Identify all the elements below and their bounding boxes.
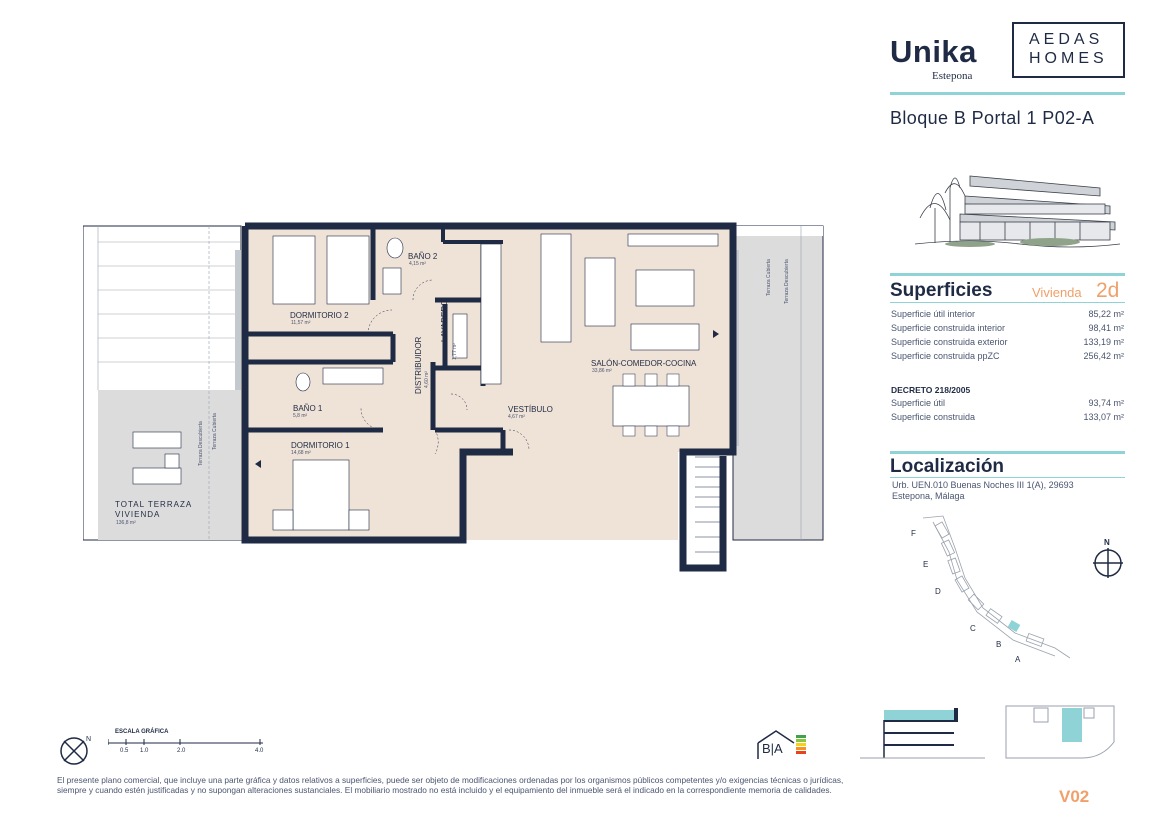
room-area: 1,77 m² [452,343,458,360]
address-line2: Estepona, Málaga [892,491,965,501]
document-version: V02 [1059,787,1090,806]
surface-label: Superficie construida interior [891,323,1006,333]
location-title: Localización [890,456,1005,477]
room-area: 33,86 m² [592,368,612,374]
surface-value: 133,19 m² [1083,337,1124,347]
site-map [922,515,1071,659]
address-line1: Urb. UEN.010 Buenas Noches III 1(A), 296… [892,480,1074,490]
surface-label: Superficie útil interior [891,309,976,319]
room-area: 11,57 m² [291,320,311,326]
map-letter: F [911,529,916,538]
divider [890,273,1125,276]
developer-logo-line2: HOMES [1029,50,1108,67]
scale-tick: 2.0 [177,748,186,754]
surface-label: Superficie construida exterior [891,337,1008,347]
surface-label: Superficie construida ppZC [891,351,1000,361]
building-illustration [914,175,1121,248]
room-area: 4,67 m² [508,414,525,420]
room-area: 4,60 m² [424,371,430,388]
divider [890,451,1125,454]
scale-title: ESCALA GRÁFICA [115,729,169,735]
surface-row: Superficie útil interior 85,22 m² [891,309,1124,323]
section-key-plan [860,708,985,759]
room-name: DORMITORIO 2 [290,311,349,320]
decree-value: 133,07 m² [1083,412,1124,422]
scale-tick: 4.0 [255,748,264,754]
room-name: DISTRIBUIDOR [414,336,423,394]
decree-value: 93,74 m² [1088,398,1124,408]
surface-row: Superficie construida exterior 133,19 m² [891,337,1124,351]
surface-value: 256,42 m² [1083,351,1124,361]
map-letter: A [1015,655,1021,664]
terrace-covered-label: Terraza Cubierta [212,413,218,450]
decree-label: Superficie construida [891,412,976,422]
scale-tick: 0.5 [120,748,129,754]
terrace-covered-label: Terraza Cubierta [766,259,772,296]
room-area: 4,15 m² [409,261,426,267]
divider [890,92,1125,95]
surfaces-title: Superficies [890,280,993,301]
terrace-uncovered-label: Terraza Descubierta [198,421,204,466]
unit-highlight [1007,620,1021,632]
energy-rating-icon [757,730,806,759]
dwelling-type-value: 2d [1096,279,1120,302]
surface-row: Superficie construida ppZC 256,42 m² [891,351,1124,365]
terrace-uncovered-label: Terraza Descubierta [784,259,790,304]
map-letter: B [996,640,1002,649]
terrace-total-label: TOTAL TERRAZA [115,500,193,509]
room-area: 5,8 m² [293,413,308,419]
room-area: 14,68 m² [291,450,311,456]
north-compass-icon [1093,548,1123,578]
terrace-total-label-2: VIVIENDA [115,510,161,519]
plan-compass-icon: N [60,736,91,765]
map-letter: C [970,624,976,633]
surface-row: Superficie construida interior 98,41 m² [891,323,1124,337]
decree-row: Superficie construida 133,07 m² [891,412,1124,426]
dwelling-type-label: Vivienda [1032,285,1082,300]
room-name: DORMITORIO 1 [291,441,350,450]
brand-location: Estepona [932,70,973,82]
floor-key-plan [1005,705,1115,759]
map-letter: D [935,587,941,596]
floor-plan [83,222,824,572]
developer-logo-line1: AEDAS [1029,31,1104,48]
room-name: BAÑO 1 [293,404,323,413]
decree-title: DECRETO 218/2005 [891,385,971,395]
divider [890,302,1125,303]
room-name: LAVADERO [440,299,449,342]
surface-value: 98,41 m² [1088,323,1124,333]
divider [890,477,1125,478]
terrace-total-area: 136,8 m² [116,520,136,526]
legal-disclaimer: El presente plano comercial, que incluye… [57,775,844,796]
map-letter: E [923,560,929,569]
unit-title: Bloque B Portal 1 P02-A [890,108,1095,128]
north-label: N [1104,538,1110,547]
room-name: SALÓN-COMEDOR-COCINA [591,359,697,368]
decree-label: Superficie útil [891,398,946,408]
brand-name: Unika [890,34,977,69]
svg-text:N: N [86,736,91,743]
developer-logo-frame [1012,22,1125,78]
energy-rating-label: B|A [762,741,783,756]
decree-row: Superficie útil 93,74 m² [891,398,1124,412]
surface-value: 85,22 m² [1088,309,1124,319]
scale-bar [108,739,263,745]
room-name: BAÑO 2 [408,252,438,261]
scale-tick: 1.0 [140,748,149,754]
room-name: VESTÍBULO [508,405,553,414]
